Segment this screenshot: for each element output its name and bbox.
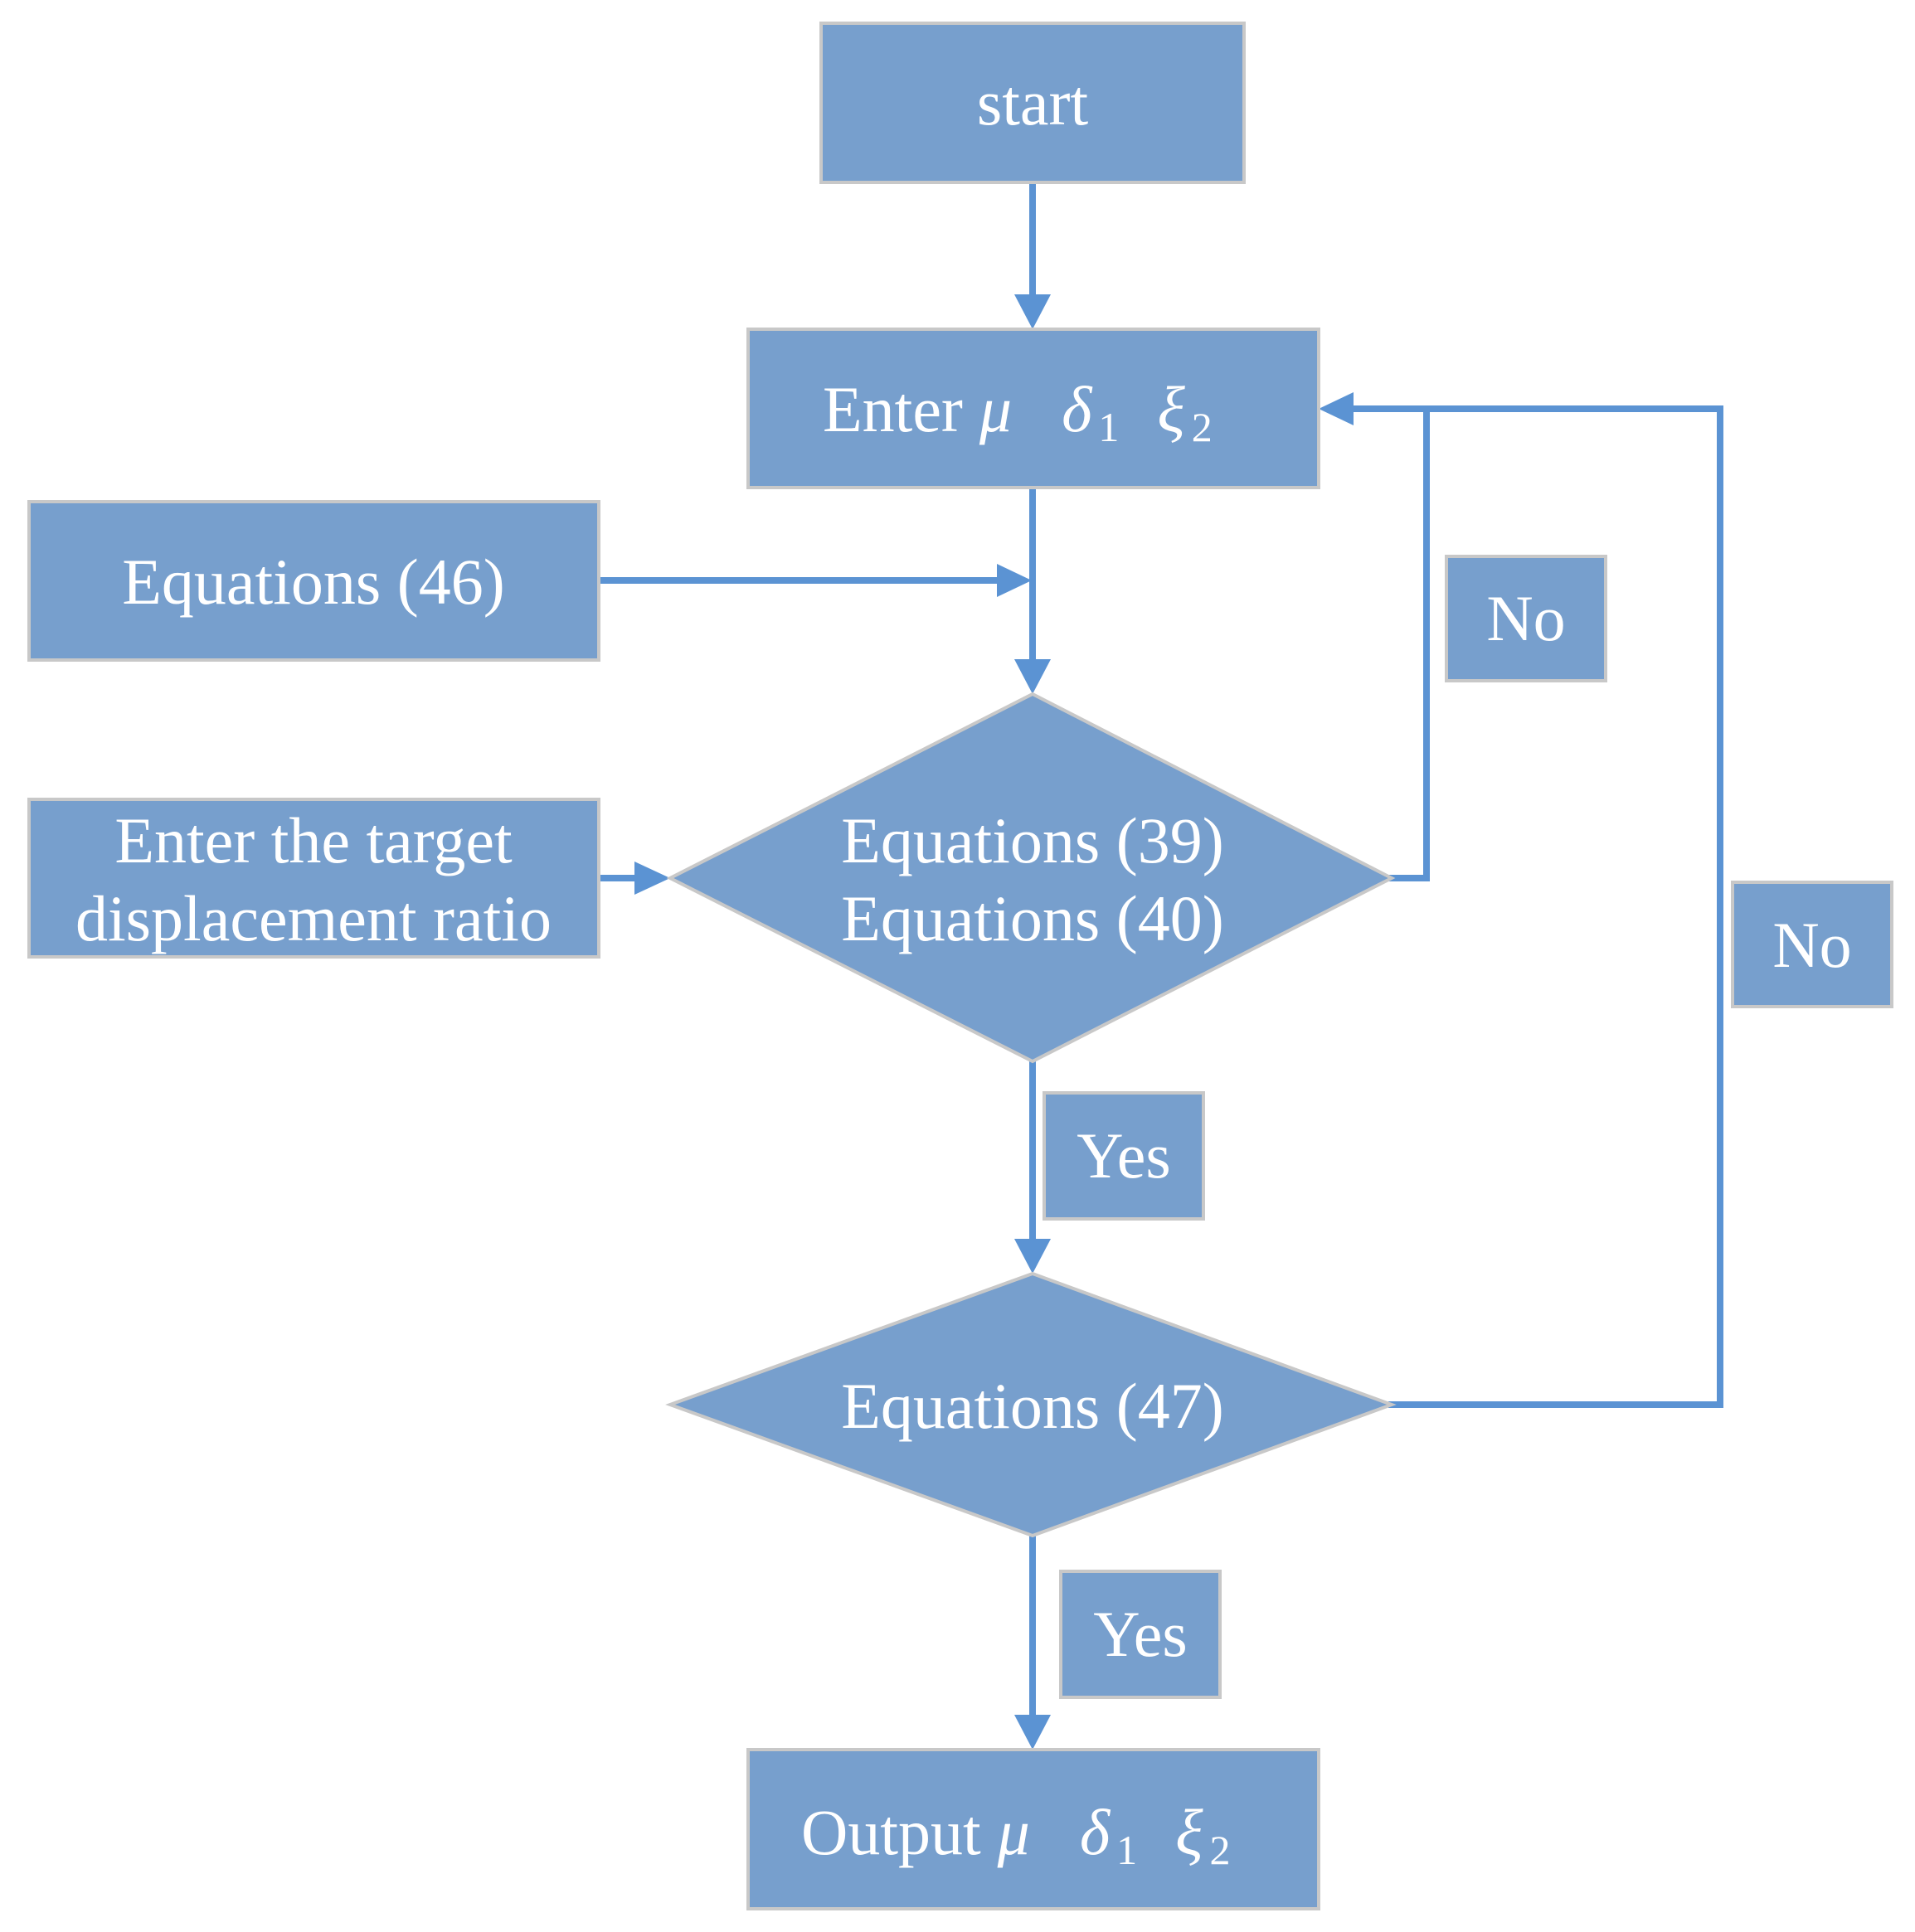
yes-label-2: Yes	[1093, 1598, 1188, 1670]
arrowhead-output	[1014, 1715, 1051, 1750]
connector-no-loop-inner	[1388, 405, 1430, 881]
check-label-line1: Equations (39)	[841, 804, 1223, 876]
no-label-box-1	[1445, 555, 1607, 682]
start-node	[819, 22, 1246, 184]
target-node	[27, 798, 600, 959]
enter-params-node	[746, 328, 1320, 489]
arrowhead-enter	[1014, 294, 1051, 329]
target-label-line1: Enter the target	[114, 804, 513, 876]
no-label-2: No	[1772, 909, 1851, 981]
yes-label-box-2	[1059, 1570, 1222, 1699]
arrowhead-target	[634, 862, 670, 895]
arrowhead-enter-return	[1319, 392, 1354, 425]
arrowhead-check	[1014, 659, 1051, 694]
start-label: start	[977, 66, 1089, 138]
target-label-line2: displacement ratio	[75, 882, 552, 954]
arrowhead-eq46	[997, 564, 1032, 597]
yes-label-1: Yes	[1077, 1119, 1171, 1192]
eq46-node	[27, 500, 600, 662]
check-eq47-diamond	[665, 1271, 1397, 1538]
eq47-label: Equations (47)	[841, 1370, 1223, 1442]
arrowhead-eq47	[1014, 1239, 1051, 1274]
check-eq39-eq40-diamond	[666, 692, 1396, 1064]
output-node	[746, 1748, 1320, 1910]
no-label-box-2	[1731, 881, 1893, 1008]
check-label-line2: Equations (40)	[841, 882, 1223, 954]
yes-label-box-1	[1043, 1091, 1205, 1221]
no-label-1: No	[1486, 582, 1565, 654]
eq46-label: Equations (46)	[122, 546, 504, 618]
connector-no-loop-outer	[1350, 405, 1723, 1408]
